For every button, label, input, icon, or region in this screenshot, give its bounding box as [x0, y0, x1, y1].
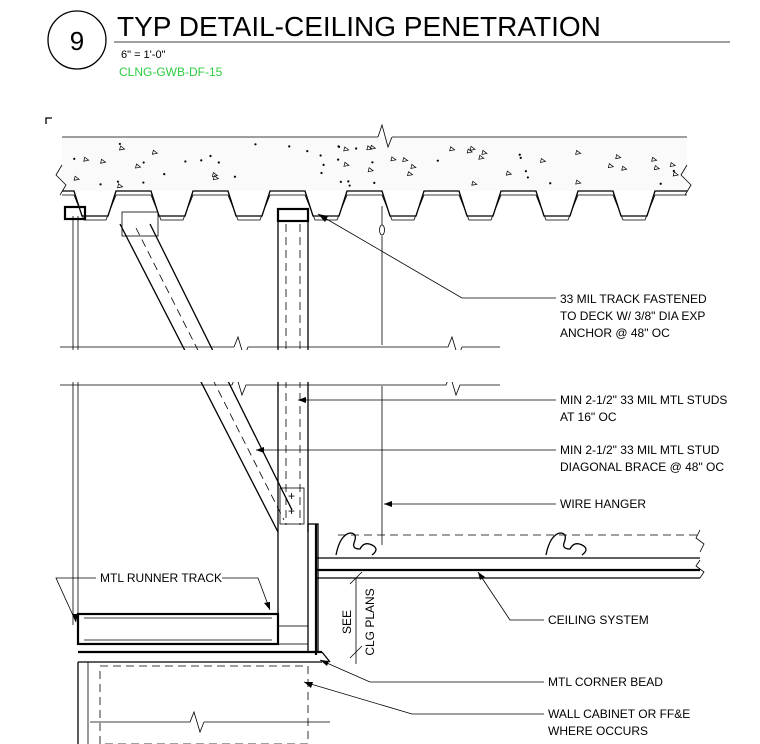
detail-title: TYP DETAIL-CEILING PENETRATION	[117, 11, 601, 42]
slab-break-left	[55, 164, 67, 196]
title-block: 9 TYP DETAIL-CEILING PENETRATION 6" = 1'…	[47, 10, 730, 79]
callout-studs: MIN 2-1/2" 33 MIL MTL STUDS AT 16" OC	[560, 393, 727, 424]
detail-scale: 6" = 1'-0"	[121, 49, 166, 61]
callout-brace-line-1: MIN 2-1/2" 33 MIL MTL STUD	[560, 443, 720, 457]
callout-cabinet-line-1: WALL CABINET OR FF&E	[548, 707, 690, 721]
ceiling-clip-left	[335, 532, 377, 556]
callout-track-fastened: 33 MIL TRACK FASTENED TO DECK W/ 3/8" DI…	[560, 292, 707, 340]
top-track-right	[276, 207, 310, 223]
wall-cabinet	[77, 662, 330, 744]
concrete-aggregate-pattern	[73, 142, 680, 189]
callout-cabinet-line-2: WHERE OCCURS	[548, 724, 648, 738]
callout-track-line-1: 33 MIL TRACK FASTENED	[560, 292, 707, 306]
detail-code: CLNG-GWB-DF-15	[119, 65, 223, 79]
svg-text:+: +	[288, 489, 295, 503]
slab-break-right	[680, 164, 692, 196]
dimension-clg-plans: CLG PLANS	[363, 588, 377, 655]
brace-clip	[121, 211, 159, 237]
dimension-see: SEE	[340, 610, 354, 634]
wire-hanger	[379, 206, 385, 545]
detail-number: 9	[70, 26, 84, 56]
left-wall-studs	[72, 216, 79, 625]
svg-text:+: +	[288, 504, 295, 518]
top-track-left	[63, 205, 87, 221]
sheet-corner-mark	[45, 117, 52, 124]
clg-plans-dimension: SEE CLG PLANS	[340, 571, 377, 664]
runner-track	[76, 612, 309, 646]
callout-wire-hanger: WIRE HANGER	[560, 497, 646, 511]
callout-wall-cabinet: WALL CABINET OR FF&E WHERE OCCURS	[548, 707, 690, 738]
callout-track-line-3: ANCHOR @ 48" OC	[560, 326, 670, 340]
ceiling-clip-right	[545, 532, 587, 556]
callout-runner-track: MTL RUNNER TRACK	[100, 571, 222, 585]
concrete-slab	[62, 123, 687, 191]
callout-corner-bead: MTL CORNER BEAD	[548, 675, 663, 689]
vertical-stud	[277, 220, 309, 640]
callout-brace-line-2: DIAGONAL BRACE @ 48" OC	[560, 460, 724, 474]
corner-bead-assembly	[78, 523, 331, 663]
ceiling-system	[316, 529, 705, 579]
callout-track-line-2: TO DECK W/ 3/8" DIA EXP	[560, 309, 705, 323]
brace-connection-clip	[279, 487, 305, 525]
callout-diagonal-brace: MIN 2-1/2" 33 MIL MTL STUD DIAGONAL BRAC…	[560, 443, 724, 474]
callout-ceiling-system: CEILING SYSTEM	[548, 613, 649, 627]
leader-lines	[55, 213, 556, 715]
callout-studs-line-2: AT 16" OC	[560, 410, 617, 424]
detail-number-bubble	[47, 10, 107, 70]
callout-studs-line-1: MIN 2-1/2" 33 MIL MTL STUDS	[560, 393, 727, 407]
